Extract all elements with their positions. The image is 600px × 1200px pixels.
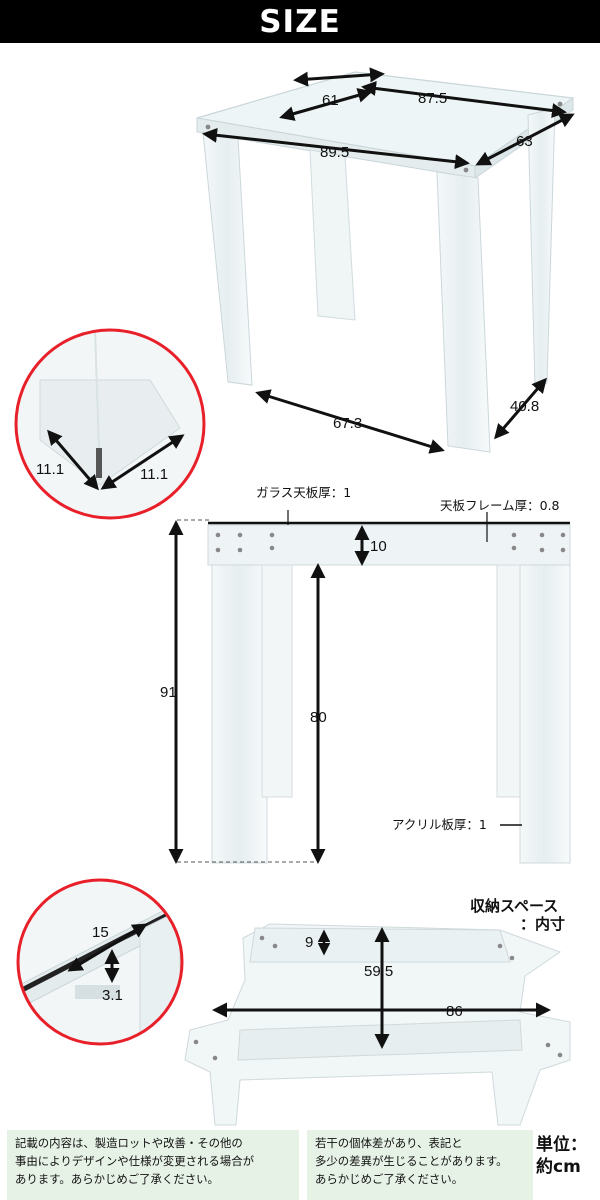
size-title: SIZE [259, 3, 341, 40]
note-design-change: 記載の内容は、製造ロットや改善・その他の 事由によりデザインや仕様が変更される場… [7, 1130, 299, 1200]
dim-frame-height: 10 [370, 538, 387, 555]
table-perspective-illustration [196, 71, 575, 453]
size-diagram: 61 87.5 63 89.5 67.3 40.8 11.1 11.1 [14, 67, 575, 1126]
dim-width-outer: 89.5 [320, 144, 349, 161]
size-header: SIZE [0, 0, 600, 43]
dim-edge-width: 15 [92, 924, 109, 941]
glass-thickness-label: ガラス天板厚：1 [256, 485, 351, 500]
dim-storage-width: 86 [446, 1003, 463, 1020]
storage-illustration [184, 923, 571, 1126]
dim-storage-height: 9 [305, 934, 313, 951]
storage-title-line1: 収納スペース [470, 897, 558, 915]
dim-total-height: 91 [160, 684, 177, 701]
notes-bar: 記載の内容は、製造ロットや改善・その他の 事由によりデザインや仕様が変更される場… [0, 1130, 600, 1200]
note-individual-difference: 若干の個体差があり、表記と 多少の差異が生じることがあります。 あらかじめご了承… [307, 1130, 533, 1200]
edge-detail-circle [16, 878, 184, 1046]
dim-leg-width: 67.3 [333, 415, 362, 432]
leg-detail-circle [14, 328, 206, 520]
storage-title-line2: ：内寸 [520, 915, 565, 933]
dim-inner-height: 80 [310, 709, 327, 726]
dim-leg-side-b: 11.1 [140, 466, 168, 483]
acrylic-thickness-label: アクリル板厚：1 [392, 817, 487, 832]
dim-depth-outer: 63 [516, 133, 533, 150]
dim-leg-side-a: 11.1 [36, 461, 64, 478]
dim-width-inner: 87.5 [418, 90, 447, 107]
top-dimension-lines [202, 67, 575, 454]
dim-edge-thickness: 3.1 [102, 987, 123, 1004]
unit-label: 単位： 約cm [536, 1135, 587, 1177]
front-view-illustration [168, 510, 571, 864]
dim-leg-depth: 40.8 [510, 398, 539, 415]
dim-storage-depth: 59.5 [364, 963, 393, 980]
dim-depth-inner: 61 [322, 92, 339, 109]
frame-thickness-label: 天板フレーム厚：0.8 [440, 498, 560, 513]
